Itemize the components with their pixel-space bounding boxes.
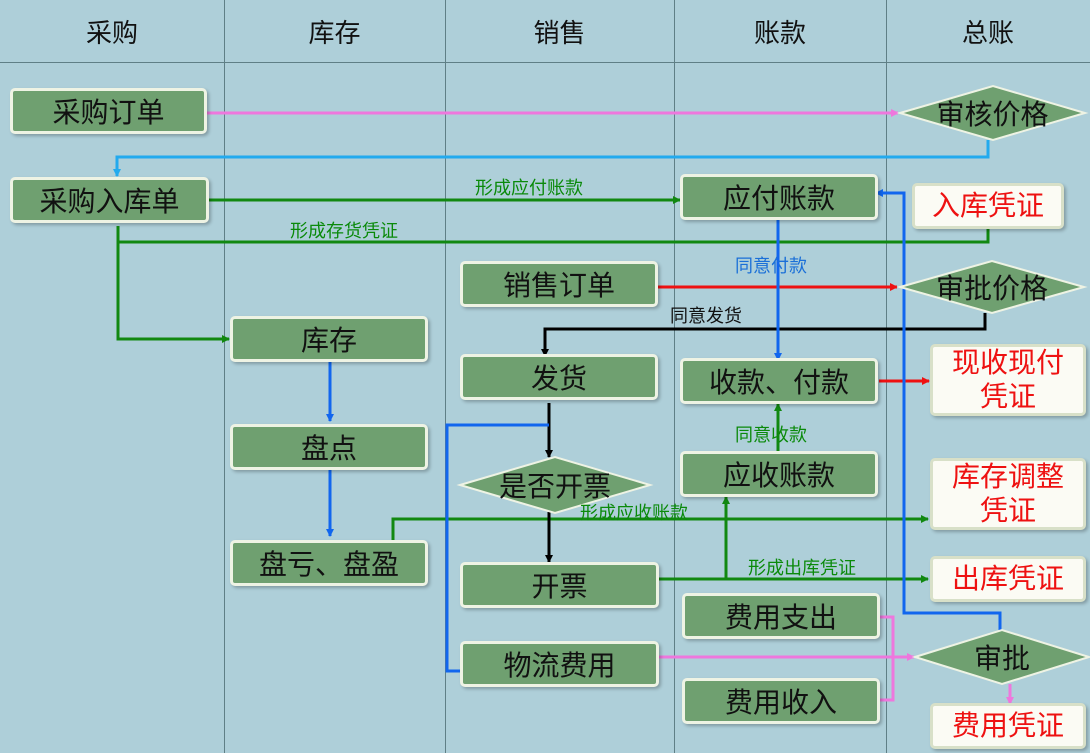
edge-label-agree-receipt: 同意收款 (735, 425, 807, 446)
review-price-label[interactable]: 审核价格 (936, 98, 1049, 131)
accounts-payable-node[interactable]: 应付账款 (680, 174, 878, 220)
expense-in-node[interactable]: 费用收入 (682, 678, 880, 724)
edge-label-agree-payment: 同意付款 (735, 256, 807, 277)
voucher-expense-node[interactable]: 费用凭证 (930, 703, 1086, 749)
header-divider (0, 62, 1090, 63)
receipt-payment-node[interactable]: 收款、付款 (680, 358, 878, 404)
voucher-receipt-node[interactable]: 入库凭证 (912, 183, 1064, 229)
voucher-adjust-node[interactable]: 库存调整 凭证 (930, 458, 1086, 530)
arrow-receipt-to-inventory (116, 242, 230, 343)
approve-price-diamond (896, 259, 1088, 315)
lane-divider (224, 0, 225, 753)
lane-divider (674, 0, 675, 753)
arrow-approve-to-shipment (541, 313, 987, 357)
stock-gain-loss-node[interactable]: 盘亏、盘盈 (230, 540, 428, 586)
inventory-node[interactable]: 库存 (230, 316, 428, 362)
voucher-cash-node[interactable]: 现收现付 凭证 (930, 344, 1086, 416)
arrow-approve-to-payable (875, 189, 1002, 633)
expense-out-node[interactable]: 费用支出 (682, 593, 880, 639)
edge-label-form-inventory-voucher: 形成存货凭证 (290, 221, 398, 242)
arrow-receipt-to-voucher (116, 220, 992, 244)
lane-divider (886, 0, 887, 753)
arrow-expenses-to-approve (880, 615, 895, 702)
purchase-receipt-node[interactable]: 采购入库单 (10, 177, 209, 223)
edge-label-agree-shipment: 同意发货 (670, 306, 742, 327)
voucher-outbound-node[interactable]: 出库凭证 (930, 556, 1086, 602)
edge-label-form-receivable: 形成应收账款 (580, 503, 688, 524)
stocktake-node[interactable]: 盘点 (230, 424, 428, 470)
accounts-receivable-node[interactable]: 应收账款 (680, 451, 878, 497)
arrow-review-to-receipt (113, 140, 990, 177)
invoicing-node[interactable]: 开票 (460, 562, 659, 608)
arrow-gainloss-to-adjust (391, 515, 929, 542)
review-price-diamond (896, 84, 1089, 142)
logistics-cost-node[interactable]: 物流费用 (460, 641, 659, 687)
edge-label-form-outbound-voucher: 形成出库凭证 (748, 558, 856, 579)
approve-label[interactable]: 审批 (973, 642, 1030, 675)
sales-order-node[interactable]: 销售订单 (460, 261, 658, 307)
shipment-node[interactable]: 发货 (460, 354, 658, 400)
edge-label-form-payable: 形成应付账款 (475, 178, 583, 199)
approve-price-label[interactable]: 审批价格 (935, 272, 1048, 305)
approve-diamond (911, 628, 1090, 686)
lane-header-sales: 销售 (533, 18, 586, 49)
invoice-decision-diamond (456, 455, 654, 515)
purchase-order-node[interactable]: 采购订单 (10, 88, 207, 134)
lane-header-inventory: 库存 (308, 18, 361, 49)
lane-divider (445, 0, 446, 753)
lane-header-purchase: 采购 (85, 18, 138, 49)
invoice-decision-label[interactable]: 是否开票 (498, 470, 611, 503)
lane-header-ledger: 总账 (961, 18, 1014, 49)
lane-header-accounts: 账款 (753, 18, 806, 49)
